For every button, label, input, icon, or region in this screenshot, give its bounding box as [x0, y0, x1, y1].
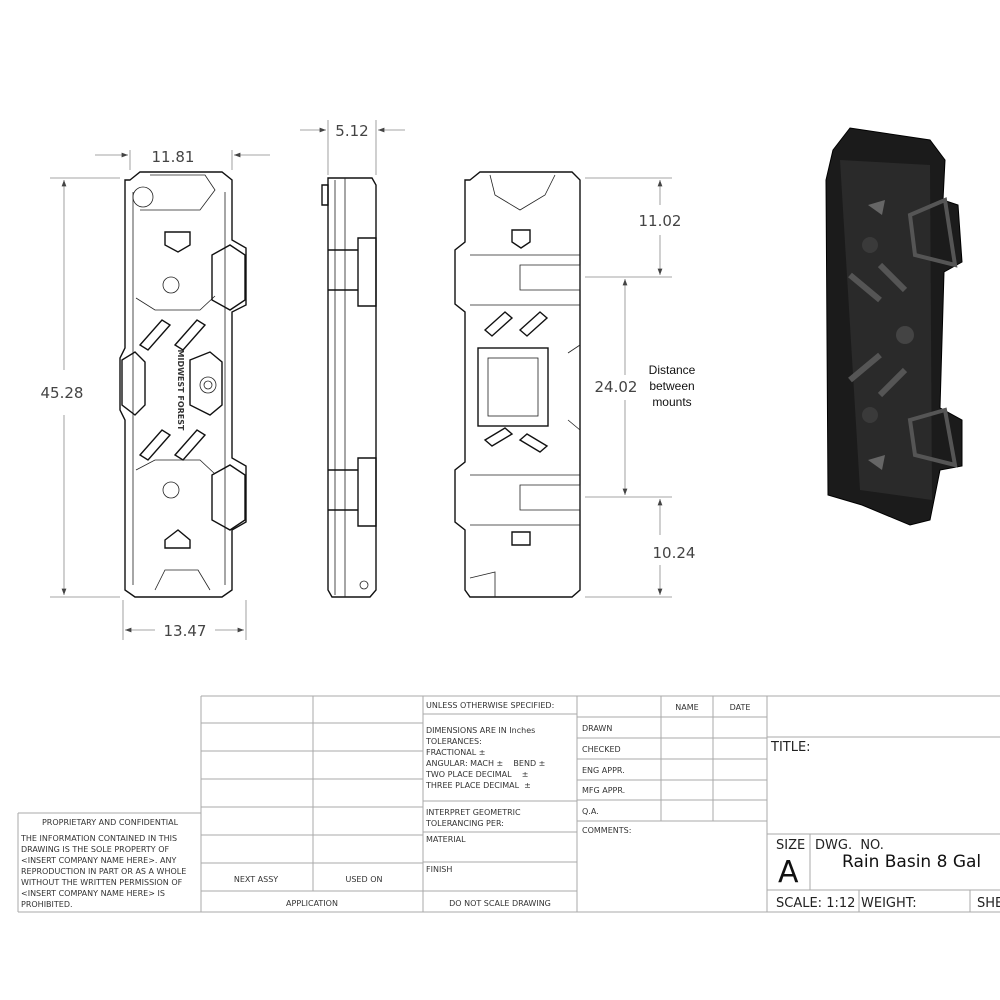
dim-bottom-width: 13.47 [164, 622, 207, 640]
tolerance-line: TOLERANCES: [425, 737, 482, 746]
annotation-line: Distance [649, 363, 696, 377]
proprietary-line: WITHOUT THE WRITTEN PERMISSION OF [21, 878, 183, 887]
proprietary-line: <INSERT COMPANY NAME HERE> IS [21, 889, 165, 898]
tolerance-line: THREE PLACE DECIMAL ± [425, 781, 531, 790]
material-label: MATERIAL [426, 835, 466, 844]
dwg-no-label: DWG. NO. [815, 838, 884, 853]
dwg-no-value: Rain Basin 8 Gal [842, 852, 981, 872]
dim-top-to-mount: 11.02 [639, 212, 682, 230]
approval-drawn: DRAWN [582, 724, 612, 733]
title-label: TITLE: [770, 740, 811, 755]
interpret-line: INTERPRET GEOMETRIC [426, 808, 521, 817]
scale-label: SCALE: 1:12 [776, 896, 855, 911]
tolerance-line: DIMENSIONS ARE IN Inches [426, 726, 535, 735]
dim-between-mounts: 24.02 [595, 378, 638, 396]
proprietary-line: <INSERT COMPANY NAME HERE>. ANY [21, 856, 176, 865]
approval-mfg: MFG APPR. [582, 786, 625, 795]
dim-top-width: 11.81 [152, 148, 195, 166]
finish-label: FINISH [426, 865, 452, 874]
date-header: DATE [730, 703, 751, 712]
weight-label: WEIGHT: [861, 896, 917, 911]
comments-label: COMMENTS: [582, 826, 631, 835]
front-view: MIDWEST FOREST [119, 171, 247, 598]
dimension-lines [50, 120, 672, 640]
proprietary-line: REPRODUCTION IN PART OR AS A WHOLE [21, 867, 186, 876]
proprietary-line: THE INFORMATION CONTAINED IN THIS [20, 834, 177, 843]
proprietary-line: DRAWING IS THE SOLE PROPERTY OF [21, 845, 169, 854]
title-block-grid [17, 695, 1000, 913]
sheet-label: SHE [977, 896, 1000, 911]
used-on-label: USED ON [346, 875, 383, 884]
approval-qa: Q.A. [582, 807, 599, 816]
dim-height: 45.28 [41, 384, 84, 402]
back-view [454, 171, 581, 598]
dim-mount-to-bottom: 10.24 [653, 544, 696, 562]
next-assy-label: NEXT ASSY [234, 875, 278, 884]
tolerance-line: ANGULAR: MACH ± BEND ± [426, 759, 545, 768]
proprietary-heading: PROPRIETARY AND CONFIDENTIAL [42, 818, 179, 827]
size-value: A [778, 855, 799, 890]
approval-eng: ENG APPR. [582, 766, 625, 775]
dim-depth: 5.12 [335, 122, 368, 140]
unless-specified-label: UNLESS OTHERWISE SPECIFIED: [426, 701, 554, 710]
name-header: NAME [675, 703, 698, 712]
do-not-scale-label: DO NOT SCALE DRAWING [449, 899, 551, 908]
approval-checked: CHECKED [582, 745, 621, 754]
annotation-line: mounts [652, 395, 691, 409]
tolerance-line: FRACTIONAL ± [426, 748, 485, 757]
application-label: APPLICATION [286, 899, 338, 908]
logo-text: MIDWEST FOREST [176, 350, 185, 432]
annotation-line: between [649, 379, 694, 393]
size-label: SIZE [776, 838, 805, 853]
interpret-line: TOLERANCING PER: [425, 819, 504, 828]
tolerance-line: TWO PLACE DECIMAL ± [425, 770, 528, 779]
isometric-view [825, 127, 963, 526]
side-view [321, 177, 377, 598]
proprietary-line: PROHIBITED. [21, 900, 73, 909]
